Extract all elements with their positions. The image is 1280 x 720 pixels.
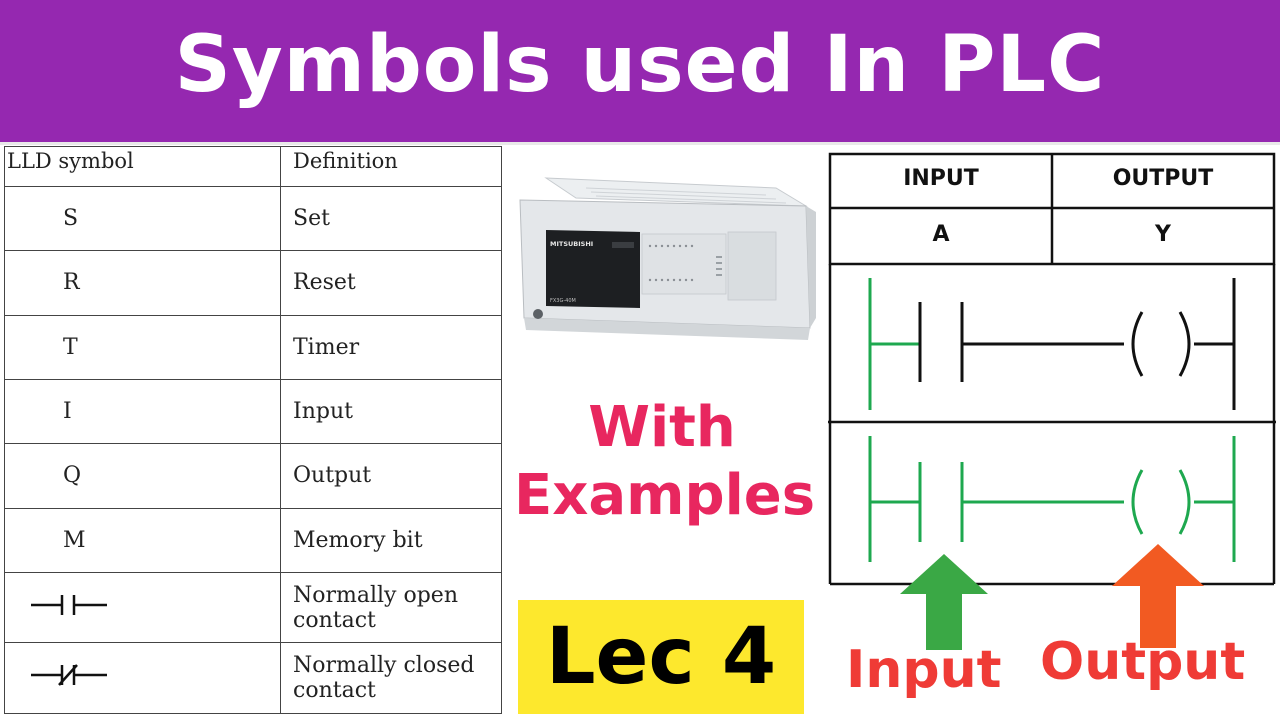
table-row: Normally open contact	[4, 571, 502, 644]
definition-cell: Timer	[280, 314, 502, 380]
output-arrow-label: Output	[1040, 632, 1246, 692]
io-value-input: A	[932, 222, 950, 247]
definition-cell: Reset	[280, 250, 502, 316]
header-definition: Definition	[280, 146, 502, 187]
table-header-row: LLD symbol Definition	[4, 146, 502, 187]
table-row: M Memory bit	[4, 507, 502, 573]
title-banner: Symbols used In PLC Programme	[0, 0, 1280, 228]
symbol-cell: R	[4, 250, 281, 316]
plc-brand-text: MITSUBISHI	[550, 240, 593, 248]
ladder-diagram-graphic	[828, 152, 1276, 586]
table-row: S Set	[4, 185, 502, 252]
input-arrow-label: Input	[846, 640, 1002, 700]
output-arrow-icon	[1112, 544, 1204, 648]
table-row: Normally closed contact	[4, 642, 502, 714]
symbol-cell: I	[4, 378, 281, 445]
lecture-label: Lec 4	[545, 612, 777, 702]
header-symbol: LLD symbol	[4, 146, 281, 187]
normally-open-contact-icon	[31, 594, 107, 615]
table-row: T Timer	[4, 314, 502, 380]
definition-cell: Normally open contact	[280, 571, 502, 644]
symbol-cell: M	[4, 507, 281, 573]
with-text: With	[588, 395, 736, 460]
definition-cell: Normally closed contact	[280, 642, 502, 714]
io-header-output: OUTPUT	[1112, 166, 1214, 191]
definition-cell: Output	[280, 443, 502, 509]
ladder-diagram: INPUT OUTPUT A Y	[828, 152, 1276, 586]
examples-text: Examples	[514, 463, 816, 528]
table-row: R Reset	[4, 250, 502, 316]
normally-closed-contact-icon	[31, 664, 107, 687]
plc-device-image: MITSUBISHI FX3G-40M	[519, 177, 816, 340]
io-header-input: INPUT	[903, 166, 979, 191]
plc-model-text: FX3G-40M	[550, 298, 576, 304]
definition-cell: Input	[280, 378, 502, 445]
symbol-cell	[4, 571, 281, 644]
banner-divider	[0, 142, 1280, 145]
symbols-table: LLD symbol Definition S Set R Reset T Ti…	[4, 146, 502, 714]
symbol-cell: Q	[4, 443, 281, 509]
symbol-cell: S	[4, 185, 281, 252]
table-row: Q Output	[4, 443, 502, 509]
input-arrow-icon	[900, 554, 988, 650]
lecture-badge: Lec 4	[518, 600, 804, 714]
io-value-output: Y	[1155, 222, 1171, 247]
symbol-cell	[4, 642, 281, 714]
definition-cell: Set	[280, 185, 502, 252]
table-row: I Input	[4, 378, 502, 445]
definition-cell: Memory bit	[280, 507, 502, 573]
with-examples-heading: With Examples	[514, 394, 816, 530]
symbol-cell: T	[4, 314, 281, 380]
